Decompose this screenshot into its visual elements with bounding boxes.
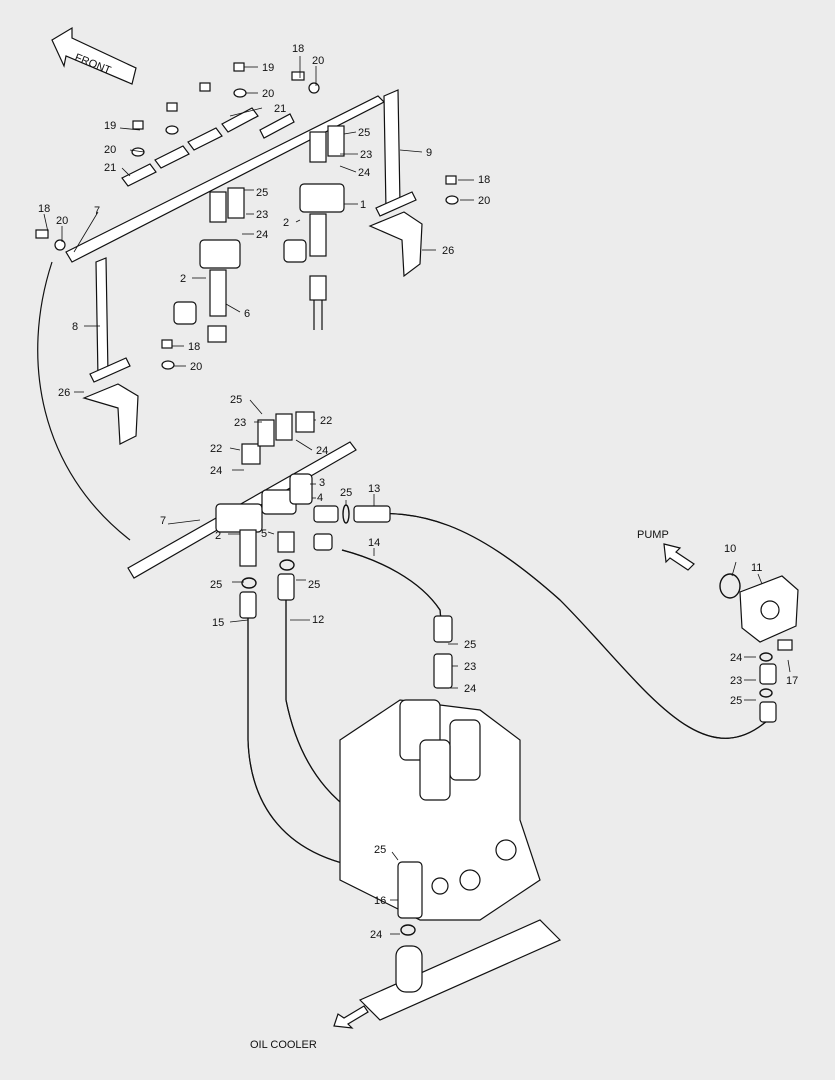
callout-c25f: 25 bbox=[308, 579, 320, 591]
callout-c23b: 23 bbox=[256, 209, 268, 221]
callout-c3: 3 bbox=[319, 477, 325, 489]
callout-c15: 15 bbox=[212, 617, 224, 629]
oil-cooler-label: OIL COOLER bbox=[250, 1039, 317, 1051]
bolts-upper bbox=[35, 62, 459, 370]
callout-c2b: 2 bbox=[180, 273, 186, 285]
callout-c18b: 18 bbox=[38, 203, 50, 215]
callout-c25a: 25 bbox=[358, 127, 370, 139]
callout-c14: 14 bbox=[368, 537, 380, 549]
callout-c24d: 24 bbox=[210, 465, 222, 477]
clamps-21 bbox=[121, 107, 259, 187]
callout-c25i: 25 bbox=[374, 844, 386, 856]
callout-c20e: 20 bbox=[478, 195, 490, 207]
callout-c4: 4 bbox=[317, 492, 323, 504]
callout-c2a: 2 bbox=[283, 217, 289, 229]
callout-c19b: 19 bbox=[104, 120, 116, 132]
callout-c23c: 23 bbox=[234, 417, 246, 429]
callout-c25g: 25 bbox=[464, 639, 476, 651]
callout-c24b: 24 bbox=[256, 229, 268, 241]
callout-c11: 11 bbox=[751, 562, 762, 574]
callout-c2c: 2 bbox=[215, 530, 221, 542]
callout-c19a: 19 bbox=[262, 62, 274, 74]
control-valve bbox=[339, 653, 541, 921]
leader-lines bbox=[43, 56, 791, 935]
oil-cooler-arrow bbox=[333, 1005, 369, 1029]
lower-fittings bbox=[215, 411, 350, 589]
callout-numbers: 1 2 2 2 3 4 5 6 7 7 8 9 10 11 12 13 14 1… bbox=[38, 43, 798, 941]
callout-c17: 17 bbox=[786, 675, 798, 687]
callout-c20a: 20 bbox=[312, 55, 324, 67]
callout-c23d: 23 bbox=[464, 661, 476, 673]
callout-c20f: 20 bbox=[190, 361, 202, 373]
pump-label: PUMP bbox=[637, 529, 669, 541]
callout-c26a: 26 bbox=[442, 245, 454, 257]
callout-c16: 16 bbox=[374, 895, 386, 907]
callout-c25d: 25 bbox=[340, 487, 352, 499]
callout-c22a: 22 bbox=[320, 415, 332, 427]
callout-c20b: 20 bbox=[262, 88, 274, 100]
callout-c23e: 23 bbox=[730, 675, 742, 687]
pump-flange-11 bbox=[719, 573, 799, 723]
callout-c20c: 20 bbox=[104, 144, 116, 156]
callout-c24a: 24 bbox=[358, 167, 370, 179]
callout-c18a: 18 bbox=[292, 43, 304, 55]
callout-c5: 5 bbox=[261, 528, 267, 540]
front-arrow: FRONT bbox=[51, 26, 137, 85]
oil-cooler-pipe bbox=[358, 861, 562, 1021]
callout-c21a: 21 bbox=[274, 103, 286, 115]
callout-c23a: 23 bbox=[360, 149, 372, 161]
callout-c22b: 22 bbox=[210, 443, 222, 455]
callout-c18c: 18 bbox=[478, 174, 490, 186]
upper-fittings bbox=[173, 125, 345, 343]
callout-c12: 12 bbox=[312, 614, 324, 626]
callout-c6: 6 bbox=[244, 308, 250, 320]
stays-and-plates bbox=[82, 89, 423, 445]
callout-c24c: 24 bbox=[316, 445, 328, 457]
callout-c20d: 20 bbox=[56, 215, 68, 227]
callout-c26b: 26 bbox=[58, 387, 70, 399]
callout-c24e: 24 bbox=[464, 683, 476, 695]
callout-c25e: 25 bbox=[210, 579, 222, 591]
callout-c24g: 24 bbox=[370, 929, 382, 941]
callout-c1: 1 bbox=[360, 199, 366, 211]
callout-c8: 8 bbox=[72, 321, 78, 333]
callout-c13: 13 bbox=[368, 483, 380, 495]
callout-c9: 9 bbox=[426, 147, 432, 159]
callout-c25h: 25 bbox=[730, 695, 742, 707]
callout-c7a: 7 bbox=[94, 205, 100, 217]
pump-arrow bbox=[663, 543, 695, 571]
callout-c24f: 24 bbox=[730, 652, 742, 664]
callout-c7b: 7 bbox=[160, 515, 166, 527]
callout-c18d: 18 bbox=[188, 341, 200, 353]
callout-c21b: 21 bbox=[104, 162, 116, 174]
connecting-hose bbox=[37, 261, 131, 541]
callout-c25c: 25 bbox=[230, 394, 242, 406]
callout-c10: 10 bbox=[724, 543, 736, 555]
callout-c25b: 25 bbox=[256, 187, 268, 199]
